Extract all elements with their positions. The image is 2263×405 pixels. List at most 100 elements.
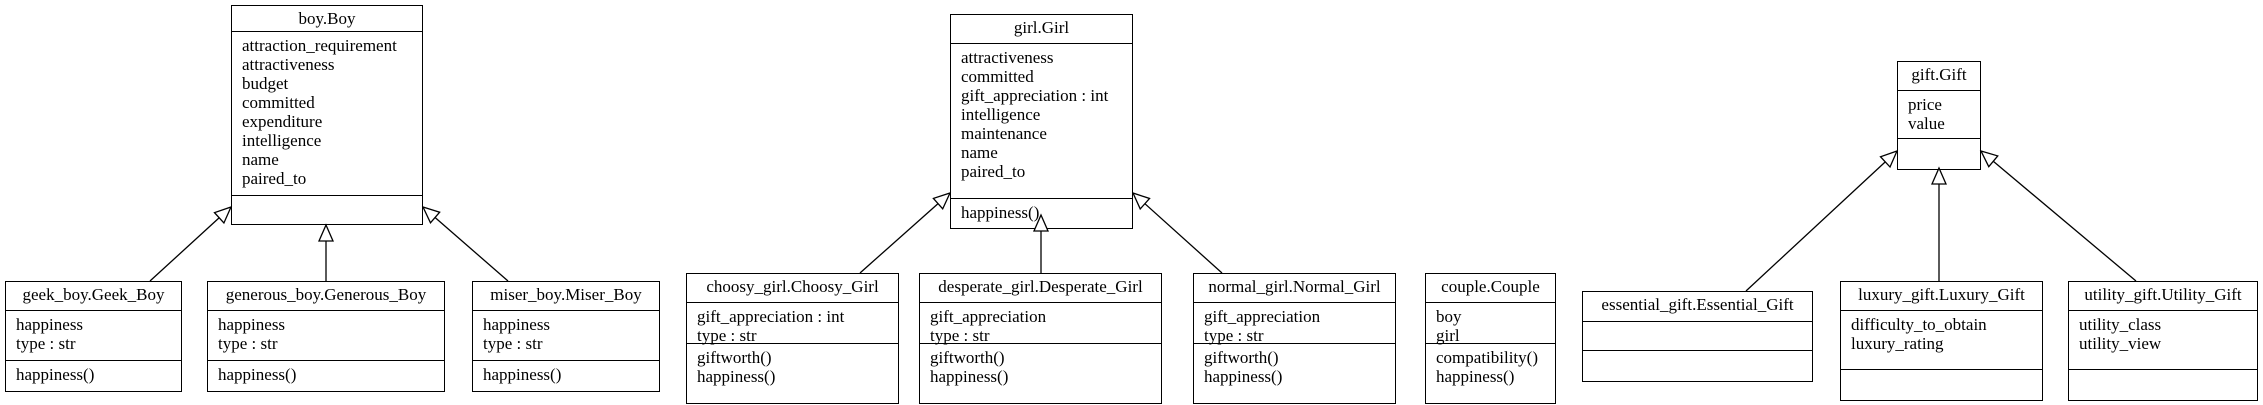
class-title: luxury_gift.Luxury_Gift [1841,282,2042,311]
class-title: geek_boy.Geek_Boy [6,282,181,311]
class-essential: essential_gift.Essential_Gift [1582,291,1813,382]
class-title: desperate_girl.Desperate_Girl [920,274,1161,303]
inheritance-line [434,217,509,282]
inheritance-arrowhead [318,223,334,242]
inheritance-arrowhead [932,191,952,211]
attribute: type : str [930,326,990,345]
attribute: attractiveness [242,55,335,74]
inheritance-line [1144,203,1223,274]
attribute: committed [961,67,1034,86]
attribute: luxury_rating [1851,334,1944,353]
method: happiness() [16,365,95,384]
method: happiness() [218,365,297,384]
method: happiness() [961,203,1040,222]
class-methods: giftworth()happiness() [687,344,898,403]
inheritance-arrowhead [1033,213,1049,232]
class-luxury: luxury_gift.Luxury_Gift difficulty_to_obt… [1840,281,2043,401]
class-title: generous_boy.Generous_Boy [208,282,444,311]
attribute: utility_view [2079,334,2162,353]
inheritance-line [149,217,220,282]
attribute: boy [1436,307,1462,326]
inheritance-arrowhead [1979,149,1999,168]
method: happiness() [930,367,1009,386]
class-title: miser_boy.Miser_Boy [473,282,659,311]
class-methods: giftworth()happiness() [920,344,1161,403]
class-methods: compatibility()happiness() [1426,344,1555,403]
attribute: price [1908,95,1942,114]
method: happiness() [697,367,776,386]
class-methods: happiness() [951,199,1132,228]
attribute: type : str [218,334,278,353]
class-attributes [1583,322,1812,351]
attribute: expenditure [242,112,323,131]
class-title: girl.Girl [951,15,1132,44]
method: giftworth() [1204,348,1279,367]
method: giftworth() [930,348,1005,367]
attribute: type : str [483,334,543,353]
class-title: boy.Boy [232,6,422,32]
attribute: type : str [16,334,76,353]
inheritance-line [1992,160,2137,282]
class-methods: happiness() [473,361,659,391]
inheritance-line [1745,161,1886,292]
attribute: attractiveness [961,48,1054,67]
inheritance-arrowhead [213,205,233,225]
inheritance-arrowhead [1931,166,1947,185]
class-title: normal_girl.Normal_Girl [1194,274,1395,303]
attribute: maintenance [961,124,1047,143]
class-title: utility_gift.Utility_Gift [2069,282,2257,311]
method: happiness() [483,365,562,384]
attribute: utility_class [2079,315,2162,334]
attribute: name [961,143,998,162]
attribute: type : str [697,326,757,345]
attribute: paired_to [242,169,307,188]
attribute: gift_appreciation [930,307,1047,326]
method: giftworth() [697,348,772,367]
method: happiness() [1436,367,1515,386]
class-title: essential_gift.Essential_Gift [1583,292,1812,322]
class-title: couple.Couple [1426,274,1555,303]
attribute: name [242,150,279,169]
attribute: happiness [16,315,84,334]
attribute: difficulty_to_obtain [1851,315,1987,334]
class-methods: happiness() [208,361,444,391]
attribute: value [1908,114,1945,133]
attribute: intelligence [961,105,1041,124]
inheritance-line [859,203,939,274]
method: compatibility() [1436,348,1538,367]
class-title: choosy_girl.Choosy_Girl [687,274,898,303]
attribute: girl [1436,326,1460,345]
attribute: gift_appreciation : int [961,86,1109,105]
attribute: happiness [218,315,286,334]
attribute: intelligence [242,131,322,150]
method: happiness() [1204,367,1283,386]
class-methods: happiness() [6,361,181,391]
class-title: gift.Gift [1898,62,1980,91]
attribute: type : str [1204,326,1264,345]
attribute: gift_appreciation [1204,307,1321,326]
inheritance-arrowhead [1879,149,1899,169]
attribute: committed [242,93,315,112]
